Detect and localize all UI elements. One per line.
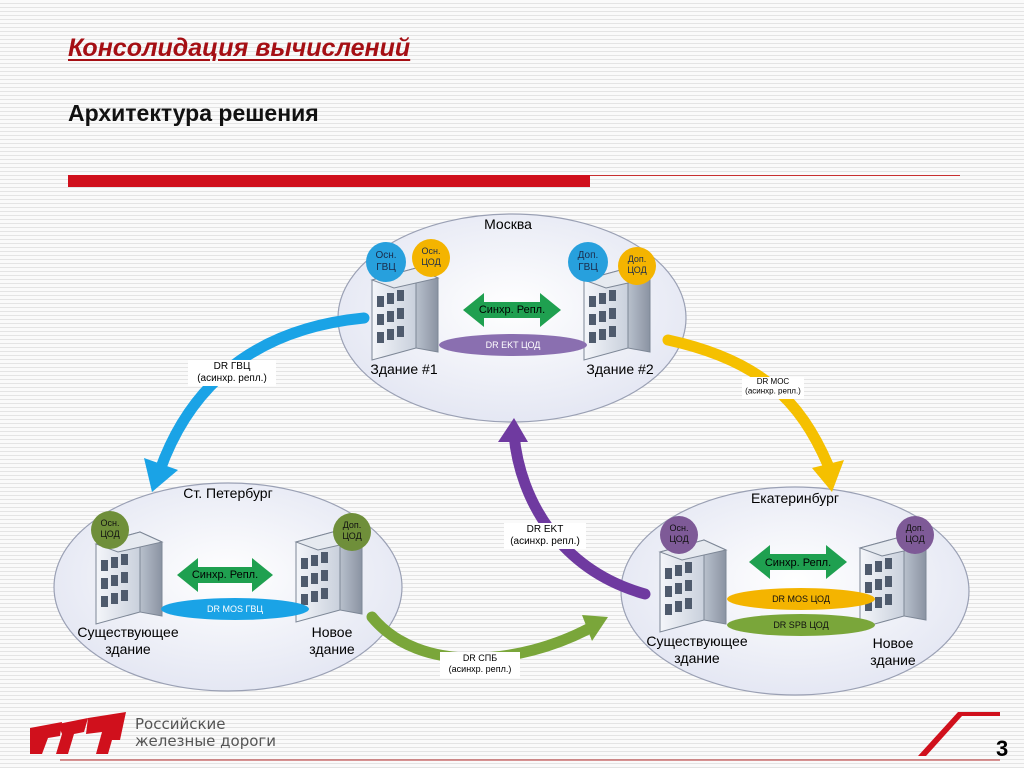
footer-swoosh: [918, 712, 1000, 756]
ekb-new-badge: [896, 516, 934, 554]
dr-gvc-arrow: [154, 312, 370, 476]
moscow-sync-label: Синхр. Репл.: [479, 304, 545, 316]
spb-sync-arrow: [177, 558, 273, 592]
spb-sync-label: Синхр. Репл.: [192, 569, 258, 581]
dr-gvc-arrowhead: [144, 458, 178, 492]
spb-existing-badge: [91, 511, 129, 549]
dr-spb-label: DR СПБ(асинхр. репл.): [449, 653, 512, 674]
dr-ekt-label: DR EKT(асинхр. репл.): [510, 524, 580, 547]
moscow-b2-cod-badge: [618, 247, 656, 285]
dr-spb-label-box: DR СПБ(асинхр. репл.): [440, 652, 520, 678]
spb-new-badge: [333, 513, 371, 551]
ekb-site-name: Екатеринбург: [751, 490, 839, 506]
moscow-dr-pill: [439, 334, 587, 356]
dr-mos-arrow: [662, 334, 834, 471]
ekb-existing-badge: [660, 516, 698, 554]
moscow-b2-main-badge: [568, 242, 608, 282]
moscow-b1-main-badge: [366, 242, 406, 282]
moscow-building-1-label: Здание #1: [370, 361, 437, 377]
moscow-building-2-label: Здание #2: [586, 361, 653, 377]
dr-gvc-label: DR ГВЦ(асинхр. репл.): [197, 361, 267, 384]
logo-line-1: Российские: [135, 715, 226, 733]
moscow-building-1: [371, 267, 439, 361]
ekb-new-badge-label: Доп.ЦОД: [905, 523, 924, 544]
page-number: 3: [996, 736, 1009, 761]
ekb-dr-pill-mos: [727, 588, 875, 610]
dr-gvc-label-box: DR ГВЦ(асинхр. репл.): [188, 360, 276, 386]
rzd-logo-mark: [30, 712, 126, 754]
moscow-sync-arrow: [463, 293, 561, 327]
spb-dr-pill-label: DR MOS ГВЦ: [207, 604, 263, 614]
spb-dr-pill: [161, 598, 309, 620]
spb-new-badge-label: Доп.ЦОД: [342, 520, 361, 541]
ekb-dr-pill-spb-label: DR SPB ЦОД: [773, 620, 828, 630]
title-divider-line: [590, 175, 960, 176]
ekb-existing-building: [659, 539, 727, 633]
page-title: Консолидация вычислений: [68, 34, 411, 62]
ekb-existing-badge-label: Осн.ЦОД: [669, 523, 688, 544]
dr-spb-arrow: [366, 611, 596, 664]
logo-line-2: железные дороги: [135, 732, 277, 750]
dr-ekt-label-box: DR EKT(асинхр. репл.): [504, 523, 586, 549]
rzd-logo-text: Российские железные дороги: [135, 716, 276, 750]
ekb-sync-label: Синхр. Репл.: [765, 557, 831, 569]
moscow-b2-cod-badge-label: Доп.ЦОД: [627, 254, 646, 275]
ekb-dr-pill-mos-label: DR MOS ЦОД: [772, 594, 830, 604]
dr-spb-arrowhead: [582, 615, 608, 641]
moscow-b1-main-badge-label: Осн.ГВЦ: [375, 250, 396, 273]
dr-ekt-arrowhead: [498, 418, 528, 442]
moscow-b1-cod-badge-label: Осн.ЦОД: [421, 246, 440, 267]
title-divider-red: [68, 175, 590, 187]
moscow-b1-cod-badge: [412, 239, 450, 277]
spb-existing-badge-label: Осн.ЦОД: [100, 518, 119, 539]
moscow-b2-main-badge-label: Доп.ГВЦ: [578, 250, 599, 273]
dr-mos-label: DR MOC(асинхр. репл.): [745, 377, 801, 396]
moscow-site-name: Москва: [484, 216, 532, 232]
moscow-dr-pill-label: DR EKT ЦОД: [486, 340, 541, 350]
ekb-dr-pill-spb: [727, 614, 875, 636]
ekb-sync-arrow: [749, 545, 847, 579]
dr-mos-label-box: DR MOC(асинхр. репл.): [742, 377, 804, 399]
page-subtitle: Архитектура решения: [68, 100, 319, 126]
spb-site-name: Ст. Петербург: [183, 485, 272, 501]
dr-mos-arrowhead: [812, 460, 844, 492]
